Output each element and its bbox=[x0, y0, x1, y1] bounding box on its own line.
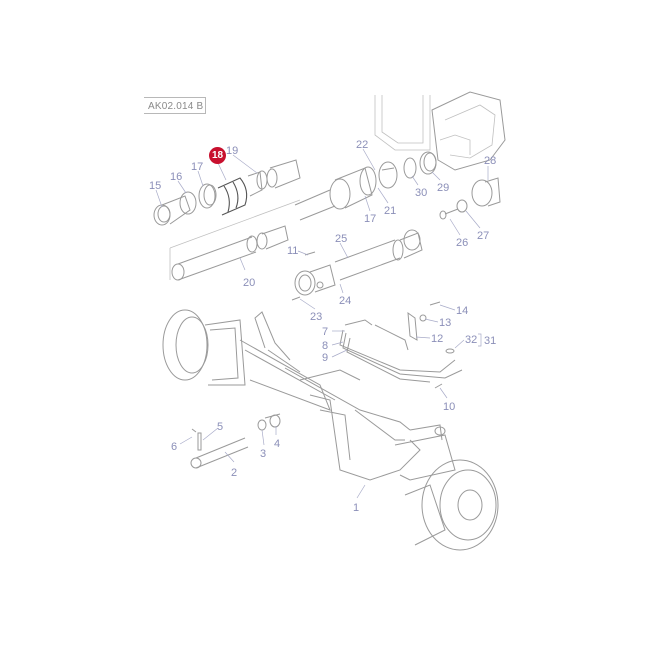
part-callout[interactable]: 19 bbox=[226, 145, 239, 157]
part-callout[interactable]: 31 bbox=[484, 335, 497, 347]
part-callout[interactable]: 30 bbox=[415, 187, 428, 199]
highlighted-part-callout[interactable]: 18 bbox=[209, 147, 226, 164]
coupling-assembly bbox=[153, 159, 301, 226]
shaft-20 bbox=[169, 199, 301, 281]
part-callout[interactable]: 29 bbox=[437, 182, 450, 194]
part-callout[interactable]: 27 bbox=[477, 230, 490, 242]
part-callout[interactable]: 9 bbox=[322, 352, 329, 364]
part-callout[interactable]: 16 bbox=[170, 171, 183, 183]
drive-shaft bbox=[294, 151, 437, 221]
part-callout[interactable]: 7 bbox=[322, 326, 329, 338]
part-callout[interactable]: 26 bbox=[456, 237, 469, 249]
reference-code-label: AK02.014 B bbox=[144, 97, 206, 114]
part-callout[interactable]: 14 bbox=[456, 305, 469, 317]
part-callout[interactable]: 28 bbox=[484, 155, 497, 167]
part-callout[interactable]: 3 bbox=[260, 448, 267, 460]
part-callout[interactable]: 11 bbox=[287, 245, 299, 257]
part-callout[interactable]: 17 bbox=[364, 213, 377, 225]
gearbox-housing bbox=[374, 91, 506, 171]
part-callout[interactable]: 1 bbox=[353, 502, 360, 514]
part-callout[interactable]: 25 bbox=[335, 233, 348, 245]
part-callout[interactable]: 21 bbox=[384, 205, 397, 217]
part-callout[interactable]: 24 bbox=[339, 295, 352, 307]
part-callout[interactable]: 20 bbox=[243, 277, 256, 289]
part-callout[interactable]: 4 bbox=[274, 438, 281, 450]
part-callout[interactable]: 17 bbox=[191, 161, 204, 173]
part-callout[interactable]: 6 bbox=[171, 441, 178, 453]
part-callout[interactable]: 13 bbox=[439, 317, 452, 329]
part-callout[interactable]: 2 bbox=[231, 467, 238, 479]
leader-lines bbox=[155, 148, 489, 499]
part-callout[interactable]: 32 bbox=[465, 334, 478, 346]
part-callout[interactable]: 8 bbox=[322, 340, 329, 352]
propshaft-25 bbox=[291, 229, 423, 301]
part-callout[interactable]: 5 bbox=[217, 421, 224, 433]
part-callout[interactable]: 23 bbox=[310, 311, 323, 323]
pin-parts bbox=[190, 428, 249, 469]
part-callout[interactable]: 22 bbox=[356, 139, 369, 151]
flange-parts bbox=[439, 177, 501, 220]
part-callout[interactable]: 15 bbox=[149, 180, 162, 192]
axle-housing bbox=[162, 309, 499, 551]
brake-pipes bbox=[339, 301, 463, 389]
part-callout[interactable]: 10 bbox=[443, 401, 456, 413]
part-callout[interactable]: 12 bbox=[431, 333, 444, 345]
